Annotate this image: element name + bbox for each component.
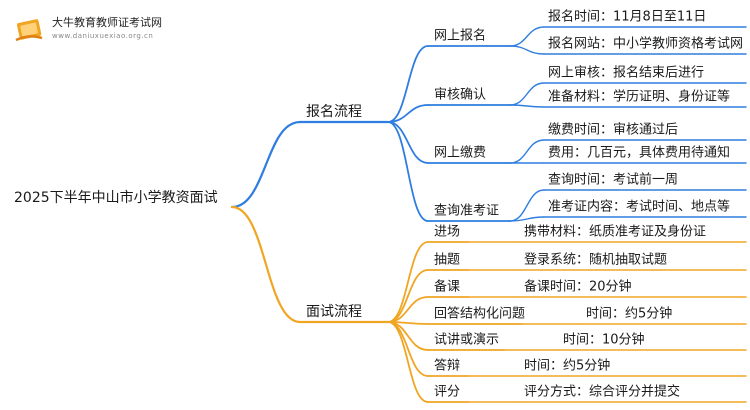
section-0[interactable]: 报名流程 bbox=[306, 104, 362, 120]
child-1-3[interactable]: 回答结构化问题 bbox=[434, 306, 526, 322]
child-1-0[interactable]: 进场 bbox=[434, 224, 461, 240]
child-line-1-6 bbox=[387, 321, 429, 403]
child-1-2[interactable]: 备课 bbox=[434, 279, 461, 295]
leaf-line-0-0-0 bbox=[509, 26, 545, 47]
child-line-1-1 bbox=[387, 269, 429, 323]
child-1-1[interactable]: 抽题 bbox=[434, 252, 461, 268]
leaf-line-0-1-1 bbox=[509, 104, 545, 108]
leaf-1-3-0[interactable]: 时间：约5分钟 bbox=[586, 306, 673, 322]
book-icon bbox=[15, 19, 43, 42]
leaf-0-3-0[interactable]: 查询时间：考试前一周 bbox=[548, 172, 679, 188]
leaf-line-0-2-0 bbox=[509, 139, 545, 164]
child-line-0-3 bbox=[387, 121, 429, 222]
leaf-0-1-1[interactable]: 准备材料：学历证明、身份证等 bbox=[548, 89, 731, 105]
leaf-0-3-1[interactable]: 准考证内容：考试时间、地点等 bbox=[548, 199, 731, 215]
leaf-1-5-0[interactable]: 时间：约5分钟 bbox=[524, 358, 611, 374]
leaf-0-2-0[interactable]: 缴费时间：审核通过后 bbox=[548, 122, 679, 138]
child-0-2[interactable]: 网上缴费 bbox=[434, 145, 487, 161]
child-0-1[interactable]: 审核确认 bbox=[434, 87, 487, 103]
leaf-1-0-0[interactable]: 携带材料：纸质准考证及身份证 bbox=[524, 224, 707, 240]
child-1-5[interactable]: 答辩 bbox=[434, 358, 461, 374]
root-topic[interactable]: 2025下半年中山市小学教资面试 bbox=[14, 190, 218, 206]
branch-line-0 bbox=[230, 120, 302, 209]
section-1[interactable]: 面试流程 bbox=[306, 304, 362, 320]
leaf-line-0-0-1 bbox=[509, 45, 545, 55]
child-line-1-0 bbox=[387, 241, 429, 323]
leaf-0-2-1[interactable]: 费用：几百元，具体费用待通知 bbox=[548, 145, 731, 161]
leaf-0-0-1[interactable]: 报名网站：中小学教师资格考试网 bbox=[548, 36, 744, 52]
child-line-1-4 bbox=[387, 321, 429, 351]
leaf-0-0-0[interactable]: 报名时间：11月8日至11日 bbox=[548, 9, 707, 25]
leaf-1-2-0[interactable]: 备课时间：20分钟 bbox=[524, 279, 632, 295]
site-logo[interactable]: 大牛教育教师证考试网 www.daniuxuexiao.org.cn bbox=[12, 12, 212, 48]
leaf-0-1-0[interactable]: 网上审核：报名结束后进行 bbox=[548, 65, 705, 81]
site-title: 大牛教育教师证考试网 bbox=[52, 16, 162, 29]
leaf-1-4-0[interactable]: 时间：10分钟 bbox=[563, 332, 645, 348]
leaf-line-0-1-0 bbox=[509, 82, 545, 106]
leaf-line-0-3-1 bbox=[509, 216, 545, 222]
child-line-0-1 bbox=[387, 104, 429, 123]
site-url: www.daniuxuexiao.org.cn bbox=[52, 32, 154, 40]
leaf-1-6-0[interactable]: 评分方式：综合评分并提交 bbox=[524, 384, 681, 400]
child-1-6[interactable]: 评分 bbox=[434, 384, 461, 400]
child-line-0-0 bbox=[387, 45, 429, 123]
branch-line-1 bbox=[230, 205, 302, 324]
leaf-1-1-0[interactable]: 登录系统：随机抽取试题 bbox=[524, 252, 668, 268]
child-1-4[interactable]: 试讲或演示 bbox=[434, 332, 500, 348]
leaf-line-0-3-0 bbox=[509, 189, 545, 222]
child-0-0[interactable]: 网上报名 bbox=[434, 28, 487, 44]
child-line-0-2 bbox=[387, 121, 429, 164]
child-0-3[interactable]: 查询准考证 bbox=[434, 203, 500, 219]
